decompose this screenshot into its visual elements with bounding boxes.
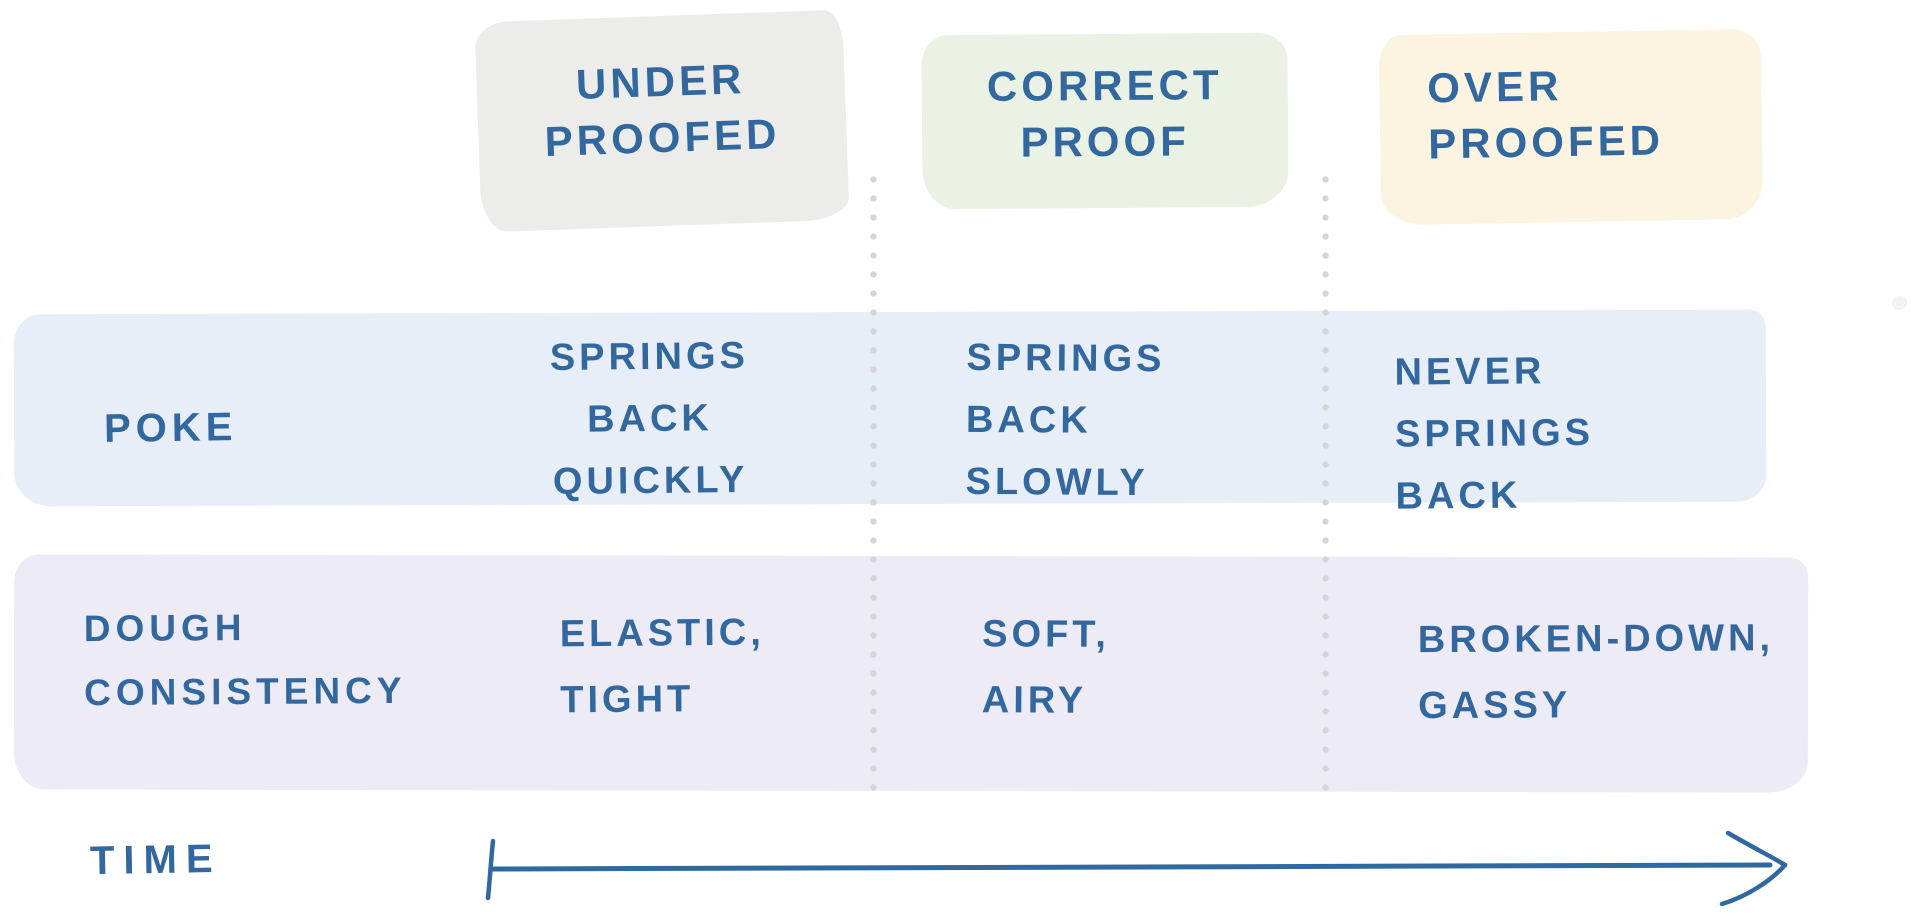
column-divider-dotted-2 [1322,176,1329,796]
cell-correct-proof-dough: SOFT,AIRY [981,613,1110,722]
time-axis-label: TIME [89,836,222,884]
time-arrow-icon [485,830,1788,907]
cell-over-proofed-dough: BROKEN-DOWN,GASSY [1417,617,1775,728]
stray-mark [1892,296,1907,310]
column-divider-dotted-1 [870,176,877,796]
poke-row-label: POKE [103,405,238,451]
cell-under-proofed-dough: ELASTIC,TIGHT [559,611,766,722]
